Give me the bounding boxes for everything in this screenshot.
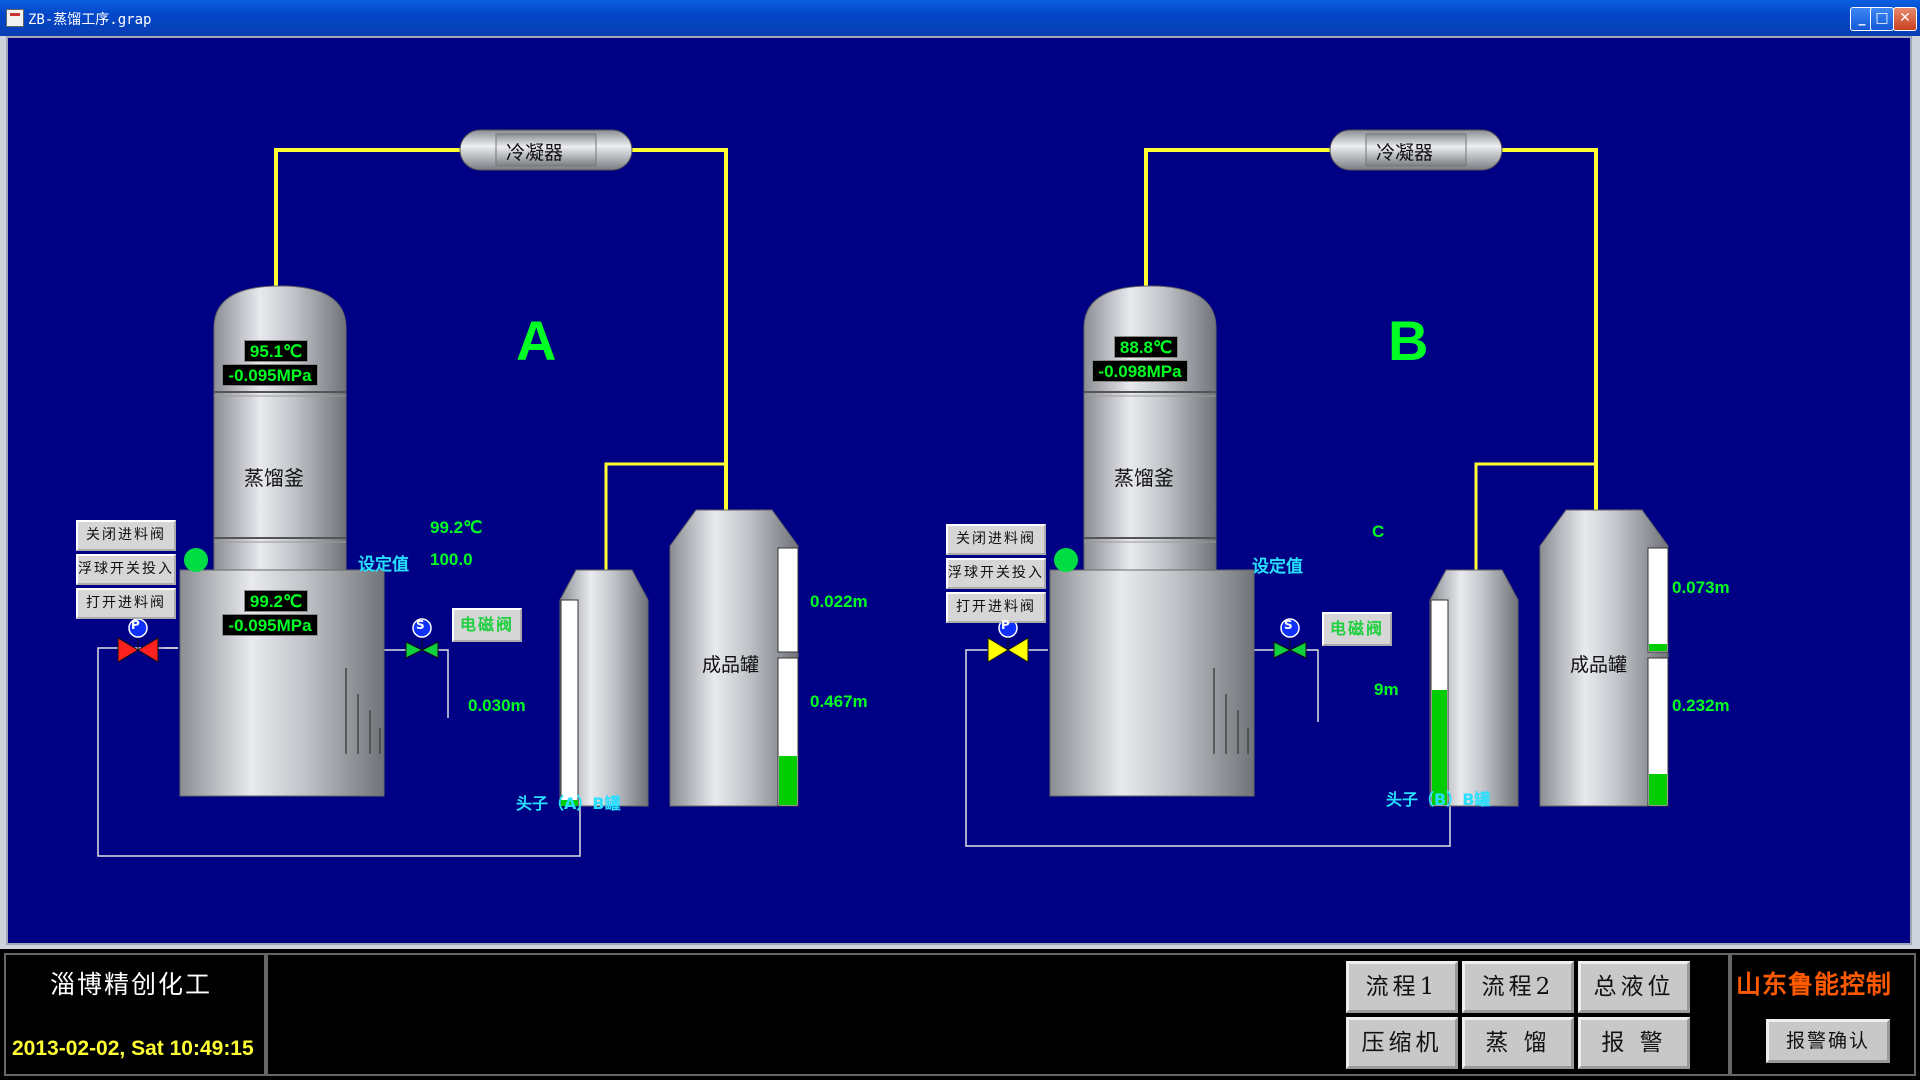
head-tank-fill (561, 800, 578, 806)
still-column-b (1083, 285, 1217, 571)
condensate-pipe (632, 148, 728, 510)
company-panel: 淄博精创化工 2013-02-02, Sat 10:49:15 (4, 953, 266, 1076)
product-tank-label: 成品罐 (702, 654, 760, 676)
nav-flow1-button[interactable]: 流程1 (1346, 961, 1458, 1013)
head-tank (559, 569, 649, 807)
valve-s-label-b: S (1284, 618, 1293, 632)
window-title: ZB-蒸馏工序.grap (28, 12, 152, 28)
pump-icon[interactable] (128, 618, 148, 638)
brand-name: 山东鲁能控制 (1736, 970, 1893, 999)
head-tank-level (560, 599, 579, 807)
still-gauge-lines (345, 668, 381, 754)
close-feed-button[interactable]: 关闭进料阀 (76, 520, 176, 551)
product-tank (669, 509, 799, 807)
solenoid-valve-b[interactable] (1273, 641, 1292, 659)
footer-bar: 淄博精创化工 2013-02-02, Sat 10:49:15 流程1 流程2 … (0, 949, 1920, 1080)
solenoid-button-b[interactable]: 电磁阀 (1322, 612, 1392, 646)
status-indicator (184, 548, 208, 572)
unit-letter-b: B (1388, 309, 1429, 372)
product-level-lower-value: 0.467m (810, 692, 868, 711)
pump-p-label: P (131, 618, 140, 632)
nav-flow2-button[interactable]: 流程2 (1462, 961, 1574, 1013)
setpoint-value[interactable]: 100.0 (430, 550, 473, 569)
process-diagram: 冷凝器 A 蒸馏釜 95.1℃ -0.095MPa 99.2℃ -0.095MP… (6, 36, 1912, 945)
unit-letter: A (516, 309, 557, 372)
branch-pipe (604, 462, 726, 570)
product-tank-b (1539, 509, 1669, 807)
setpoint-label-b: 设定值 (1252, 557, 1303, 577)
feed-valve-b[interactable] (987, 637, 1009, 663)
float-switch-button-b[interactable]: 浮球开关投入 (946, 558, 1046, 589)
feed-valve[interactable] (117, 637, 139, 663)
condenser-label-b: 冷凝器 (1376, 142, 1434, 164)
setpoint-temp-b: C (1372, 522, 1385, 541)
open-feed-button[interactable]: 打开进料阀 (76, 588, 176, 619)
valve-s-label: S (416, 618, 425, 632)
product-level-upper (777, 547, 799, 653)
solenoid-icon[interactable] (412, 618, 432, 638)
small-level-b: 9m (1374, 680, 1399, 699)
unit-a (97, 129, 799, 857)
alarm-ack-button[interactable]: 报警确认 (1766, 1019, 1890, 1063)
small-level: 0.030m (468, 696, 526, 715)
setpoint-temp: 99.2℃ (430, 518, 483, 537)
window-titlebar: ZB-蒸馏工序.grap _ □ ✕ (0, 0, 1920, 36)
app-icon (6, 9, 24, 27)
maximize-button[interactable]: □ (1870, 7, 1894, 31)
product-tank-label-b: 成品罐 (1570, 654, 1628, 676)
solenoid-line (378, 649, 449, 718)
bottom-pressure: -0.095MPa (222, 614, 318, 636)
close-feed-button-b[interactable]: 关闭进料阀 (946, 524, 1046, 555)
datetime: 2013-02-02, Sat 10:49:15 (12, 1037, 254, 1060)
top-pressure-b: -0.098MPa (1092, 360, 1188, 382)
message-panel (266, 953, 1730, 1076)
nav-alarm-button[interactable]: 报 警 (1578, 1017, 1690, 1069)
nav-compressor-button[interactable]: 压缩机 (1346, 1017, 1458, 1069)
nav-total-level-button[interactable]: 总液位 (1578, 961, 1690, 1013)
brand-panel: 山东鲁能控制 (1730, 953, 1916, 1076)
status-indicator-b (1054, 548, 1078, 572)
bottom-temp: 99.2℃ (244, 590, 308, 612)
head-tank-label: 头子（A）B罐 (516, 794, 621, 813)
still-body-b (1049, 569, 1255, 797)
head-tank-b (1429, 569, 1519, 807)
nav-distill-button[interactable]: 蒸 馏 (1462, 1017, 1574, 1069)
top-temp-b: 88.8℃ (1114, 336, 1178, 358)
head-tank-b-fill (1432, 690, 1447, 805)
float-switch-button[interactable]: 浮球开关投入 (76, 554, 176, 585)
still-label: 蒸馏釜 (244, 466, 304, 490)
pump-p-label-b: P (1001, 618, 1010, 632)
product-level-lower-value-b: 0.232m (1672, 696, 1730, 715)
solenoid-button[interactable]: 电磁阀 (452, 608, 522, 642)
process-canvas: 冷凝器 A 蒸馏釜 95.1℃ -0.095MPa 99.2℃ -0.095MP… (0, 36, 1920, 949)
company-name: 淄博精创化工 (50, 970, 213, 999)
process-graphics (97, 129, 1669, 857)
unit-b (965, 129, 1669, 847)
product-level-upper-value-b: 0.073m (1672, 578, 1730, 597)
product-level-upper-value: 0.022m (810, 592, 868, 611)
solenoid-valve[interactable] (405, 641, 424, 659)
condenser-label: 冷凝器 (506, 142, 564, 164)
product-lower-fill (779, 756, 797, 805)
still-column (213, 285, 347, 571)
close-button[interactable]: ✕ (1893, 7, 1917, 31)
top-temp: 95.1℃ (244, 340, 308, 362)
still-label-b: 蒸馏釜 (1114, 466, 1174, 490)
vapor-pipe (274, 148, 460, 286)
setpoint-label: 设定值 (358, 555, 409, 575)
solenoid-icon-b[interactable] (1280, 618, 1300, 638)
head-tank-label-b: 头子（B）B罐 (1386, 790, 1491, 809)
top-pressure: -0.095MPa (222, 364, 318, 386)
open-feed-button-b[interactable]: 打开进料阀 (946, 592, 1046, 623)
